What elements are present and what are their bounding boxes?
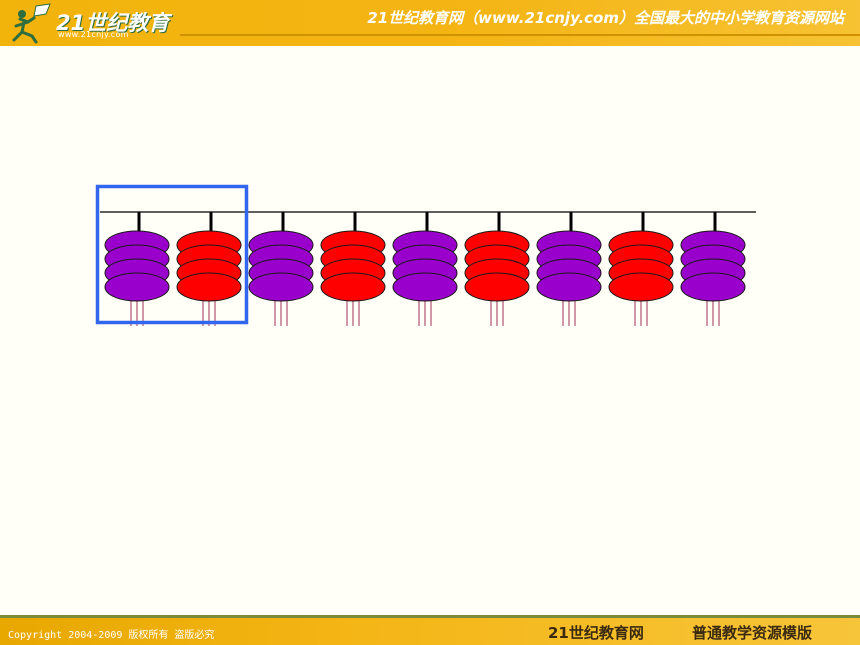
abacus-bead <box>176 272 242 302</box>
header-bar: 21世纪教育 www.21cnjy.com 21世纪教育网（www.21cnjy… <box>0 0 860 46</box>
logo-text: 21世纪教育 <box>56 11 170 35</box>
footer-template-name: 普通教学资源模版 <box>692 624 813 642</box>
header-divider <box>180 34 860 36</box>
copyright-text: Copyright 2004-2009 版权所有 盗版必究 <box>8 630 215 641</box>
abacus-bead <box>104 272 170 302</box>
runner-logo-icon <box>12 3 51 44</box>
highlight-box <box>95 184 249 325</box>
abacus-bead <box>536 272 602 302</box>
footer-divider <box>0 615 860 618</box>
abacus-bead <box>248 272 314 302</box>
logo-url: www.21cnjy.com <box>58 30 129 39</box>
footer-site-name: 21世纪教育网 <box>548 624 644 642</box>
footer-bar: Copyright 2004-2009 版权所有 盗版必究 21世纪教育网 普通… <box>0 618 860 645</box>
abacus-bead <box>680 272 746 302</box>
abacus-bead <box>608 272 674 302</box>
header-title: 21世纪教育网（www.21cnjy.com）全国最大的中小学教育资源网站 <box>367 9 844 27</box>
abacus-bead <box>392 272 458 302</box>
site-logo[interactable]: 21世纪教育 www.21cnjy.com <box>6 2 182 44</box>
abacus-bead <box>464 272 530 302</box>
abacus-bead <box>320 272 386 302</box>
